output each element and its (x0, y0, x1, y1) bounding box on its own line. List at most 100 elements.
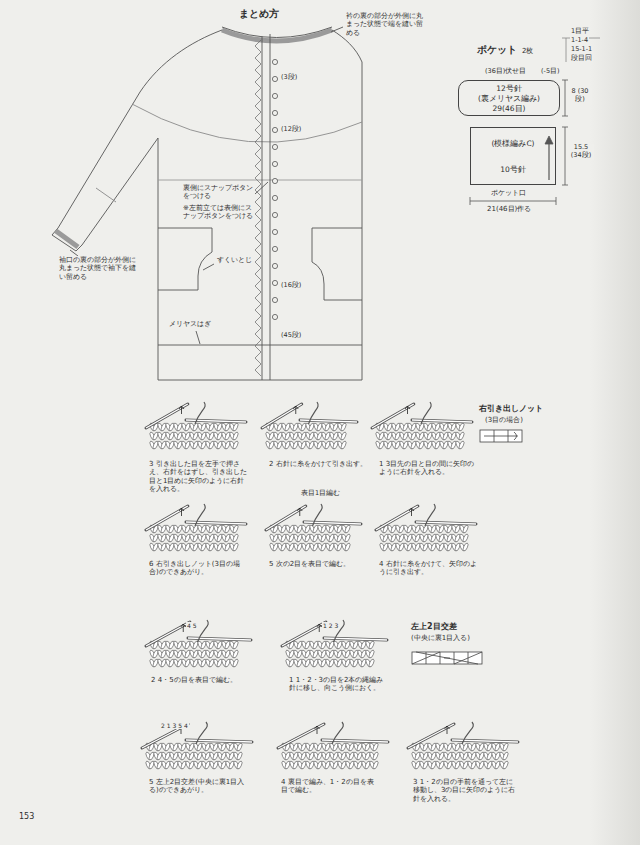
left-needle (412, 420, 472, 422)
left-needle (324, 638, 387, 640)
snap-buttons (272, 59, 277, 319)
stitch (232, 422, 239, 431)
stitch (232, 542, 239, 551)
right-needle (376, 506, 418, 530)
note-label: 3 1・2の目の手前を通って左に移動し、3の目に矢印のように右針を入れる。 (412, 778, 517, 803)
yarn (462, 722, 473, 744)
stitch (236, 760, 243, 769)
left-needle (186, 740, 252, 742)
right-needle (146, 404, 188, 428)
yoke-line (132, 104, 362, 142)
stitch (232, 440, 239, 449)
note-label: 2 1 3 5 4 (160, 722, 189, 729)
note-label: ※左前立ては表側にスナップボタンをつける (182, 204, 254, 221)
pocket (312, 228, 362, 300)
yarn (196, 722, 207, 744)
note-label: 1-1-4 (570, 37, 589, 45)
note-label: メリヤスはぎ (168, 320, 212, 328)
snap-button (272, 229, 277, 234)
stitch-illustration (262, 402, 357, 450)
right-needle (266, 506, 306, 530)
left-needle (186, 522, 246, 524)
right-needle (146, 622, 190, 646)
snap-button (272, 76, 277, 81)
right-needle (266, 506, 306, 530)
stitch (368, 640, 375, 649)
note-label: 1目平 (570, 28, 590, 36)
snap-button (272, 93, 277, 98)
stitch-illustration (142, 722, 252, 770)
note-label: 袖口の裏の部分が外側に丸まった状態で袖下を縫い留める (58, 256, 142, 281)
stitch (458, 440, 465, 449)
note-label: (12段) (280, 126, 302, 134)
snap-button (272, 144, 277, 149)
right-needle (408, 724, 454, 748)
stitch-illustration (372, 402, 472, 450)
note-label: 衿の裏の部分が外側に丸まった状態で端を縫い留める (345, 12, 425, 37)
note-label: 2 右針に糸をかけて引き出す。 (268, 460, 368, 468)
note-label: (45段) (280, 332, 302, 340)
note-label: (36目)伏せ目 (484, 68, 527, 76)
note-label: 5 左上2目交差(中央に裏1目入る)のできあがり。 (148, 778, 248, 795)
stitch (236, 751, 243, 760)
note-label: 4 右針に糸をかけて、矢印のように引き出す。 (378, 560, 478, 577)
stitch-illustration (376, 504, 476, 552)
stitch (372, 742, 379, 751)
right-needle (146, 622, 190, 646)
heading-text: まとめ方 (238, 8, 280, 20)
stitch-illustration (408, 722, 518, 770)
stitch-illustration (146, 504, 246, 552)
heading-text: 左上2目交差 (410, 622, 458, 632)
stitch (502, 760, 509, 769)
yarn (198, 620, 209, 642)
left-needle (304, 522, 361, 524)
snap-button (272, 297, 277, 302)
left-needle (416, 522, 476, 524)
piece-text: 12号針 (496, 84, 522, 93)
stitch (372, 760, 379, 769)
line (158, 180, 362, 181)
stitch (340, 440, 347, 449)
stitch (372, 751, 379, 760)
arrow (179, 508, 184, 516)
note-label: 4 5 (186, 622, 198, 629)
pocket (158, 228, 212, 290)
stitch (340, 431, 347, 440)
left-needle (186, 522, 246, 524)
snap-button (272, 110, 277, 115)
sleeve-line (96, 188, 116, 202)
stitch (344, 533, 351, 542)
left-needle (188, 638, 251, 640)
arrow (179, 406, 184, 414)
yarn (421, 402, 431, 424)
right-needle (282, 622, 326, 646)
note-label: (中央に裏1目入る) (410, 634, 471, 642)
arrow (445, 726, 450, 734)
arrow (181, 624, 186, 632)
arrow (297, 508, 302, 516)
note-label: 1 1・2・3の目を2本の縄編み針に移し、向こう側におく。 (288, 676, 388, 693)
note-label: すくいとじ (216, 256, 253, 264)
stitch (344, 542, 351, 551)
right-needle (278, 724, 324, 748)
left-needle (322, 740, 388, 742)
cuff-edge (52, 228, 82, 251)
note-label: (-5目) (540, 68, 561, 76)
pocket-piece: 12号針(裏メリヤス編み)29(46目) (458, 80, 560, 116)
stitch (232, 524, 239, 533)
stitch (462, 533, 469, 542)
right-needle (146, 404, 188, 428)
stitch (232, 640, 239, 649)
note-label: 1 3目先の目と目の間に矢印のように右針を入れる。 (378, 460, 478, 477)
stitch-illustration (282, 620, 387, 668)
stitch (502, 742, 509, 751)
sleeve-under (82, 138, 158, 245)
stitch (232, 533, 239, 542)
left-needle (188, 638, 251, 640)
stitch-illustration (146, 620, 251, 668)
stitch-illustration (146, 402, 246, 450)
collar (222, 30, 332, 41)
leader-line (196, 331, 200, 344)
left-needle (186, 740, 252, 742)
